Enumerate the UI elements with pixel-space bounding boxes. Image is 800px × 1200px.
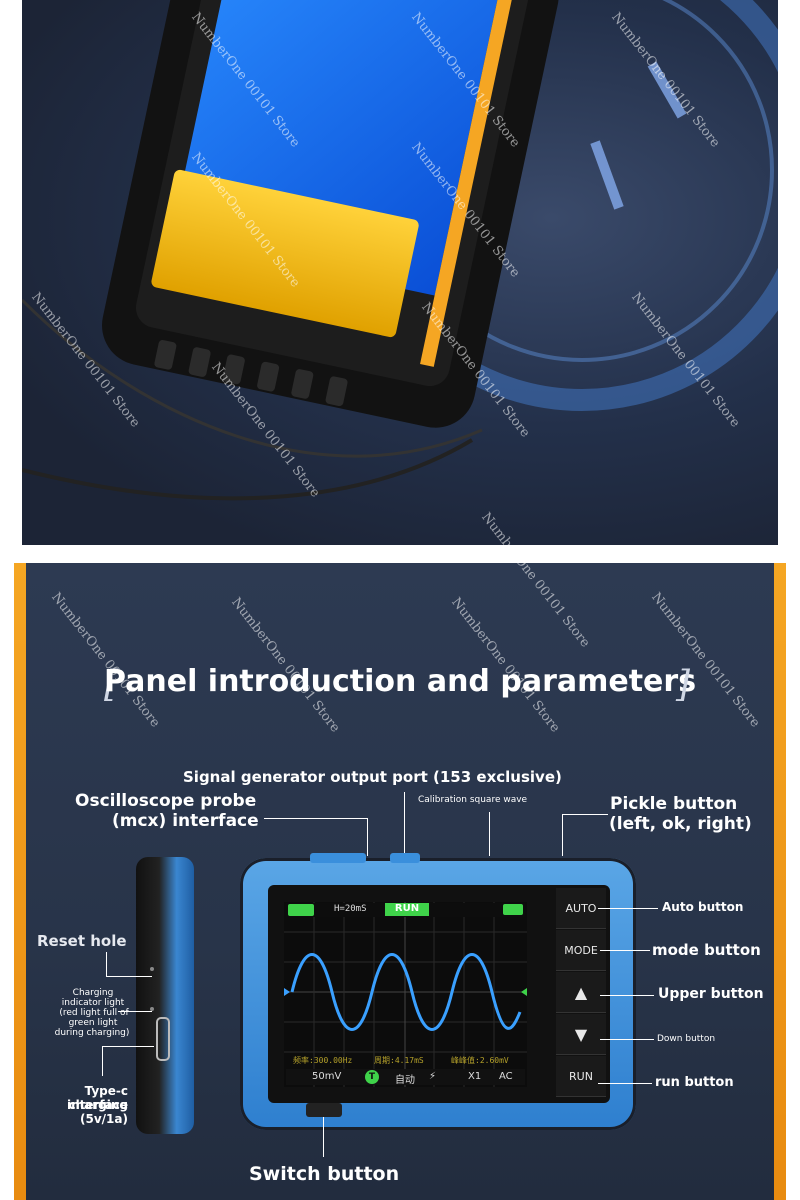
period-readout: 周期:4.17mS [374, 1056, 424, 1065]
pointer-line [598, 908, 658, 909]
label-mode-button: mode button [652, 941, 761, 959]
pointer-line [102, 1046, 154, 1047]
trigger-edge-icon: ⚡ [429, 1071, 437, 1082]
peak-readout: 峰峰值:2.60mV [451, 1056, 509, 1065]
orange-stripe-left [14, 563, 26, 1200]
volt-div-readout: 50mV [312, 1071, 342, 1082]
label-charging-2: indicator light [61, 998, 125, 1008]
frequency-readout: 频率:300.00Hz [293, 1056, 353, 1065]
trigger-mode-readout: 自动 [395, 1075, 415, 1086]
label-pickle-line1: Pickle button [610, 794, 738, 814]
pointer-line [489, 812, 490, 856]
charging-indicator [150, 1007, 154, 1011]
pointer-line [598, 1083, 652, 1084]
trigger-badge: T [365, 1070, 379, 1084]
label-pickle-line2: (left, ok, right) [609, 814, 752, 834]
label-charging-3: (red light full of [59, 1008, 129, 1018]
product-photo-top [22, 0, 778, 545]
orange-stripe-right [774, 563, 786, 1200]
title-bracket-left: [ [104, 664, 119, 705]
pointer-line [600, 995, 654, 996]
device-photo-illustration [22, 0, 778, 501]
page-title: Panel introduction and parameters [103, 664, 697, 699]
auto-button[interactable]: AUTO [556, 888, 606, 929]
reset-hole [150, 967, 154, 971]
label-calibration: Calibration square wave [418, 795, 528, 805]
label-typec-2: interface [66, 1098, 128, 1112]
pointer-line [102, 1046, 103, 1076]
pointer-line [404, 792, 405, 856]
wave-mode-icon [288, 904, 314, 916]
run-button[interactable]: RUN [556, 1056, 606, 1097]
pointer-line [264, 818, 368, 819]
up-button[interactable]: ▲ [556, 972, 606, 1013]
battery-icon [503, 904, 523, 915]
pointer-line [323, 1117, 324, 1157]
label-charging-4: green light [68, 1018, 118, 1028]
label-signal-generator: Signal generator output port (153 exclus… [183, 768, 562, 786]
device-side-view [136, 857, 194, 1134]
title-bracket-right: ] [676, 664, 691, 705]
run-status-badge: RUN [385, 903, 429, 916]
probe-port [310, 853, 366, 863]
probe-readout: X1 [468, 1071, 482, 1082]
pointer-line [118, 1011, 152, 1012]
coupling-readout: AC [499, 1071, 513, 1082]
pointer-line [600, 1039, 654, 1040]
down-button[interactable]: ▼ [556, 1014, 606, 1055]
label-typec-3: (5v/1a) [80, 1112, 128, 1126]
pointer-line [600, 950, 650, 951]
device-button-column: AUTO MODE ▲ ▼ RUN [556, 888, 606, 1098]
waveform-display [284, 902, 527, 1087]
typec-port [156, 1017, 170, 1061]
pointer-line [562, 814, 608, 815]
pointer-line [106, 952, 107, 976]
oscilloscope-screen [284, 902, 527, 1087]
power-switch[interactable] [306, 1103, 342, 1117]
screen-bottom-bar [286, 1069, 525, 1085]
label-probe-line1: Oscilloscope probe [75, 791, 257, 811]
label-typec-1: Type-c charging [68, 1084, 128, 1112]
pointer-line [106, 976, 152, 977]
timebase-readout: H=20mS [334, 904, 367, 914]
label-charging-1: Charging [72, 988, 114, 998]
calibration-port [390, 853, 420, 863]
label-down-button: Down button [657, 1034, 716, 1044]
section-gap [0, 545, 800, 563]
label-run-button: run button [655, 1075, 734, 1090]
label-upper-button: Upper button [658, 986, 764, 1002]
label-reset-hole: Reset hole [37, 932, 127, 950]
label-charging-5: during charging) [54, 1028, 130, 1038]
mode-button[interactable]: MODE [556, 930, 606, 971]
label-auto-button: Auto button [662, 900, 744, 914]
label-probe-line2: (mcx) interface [112, 811, 259, 831]
pointer-line [367, 818, 368, 856]
label-switch-button: Switch button [249, 1163, 400, 1185]
pointer-line [562, 814, 563, 856]
